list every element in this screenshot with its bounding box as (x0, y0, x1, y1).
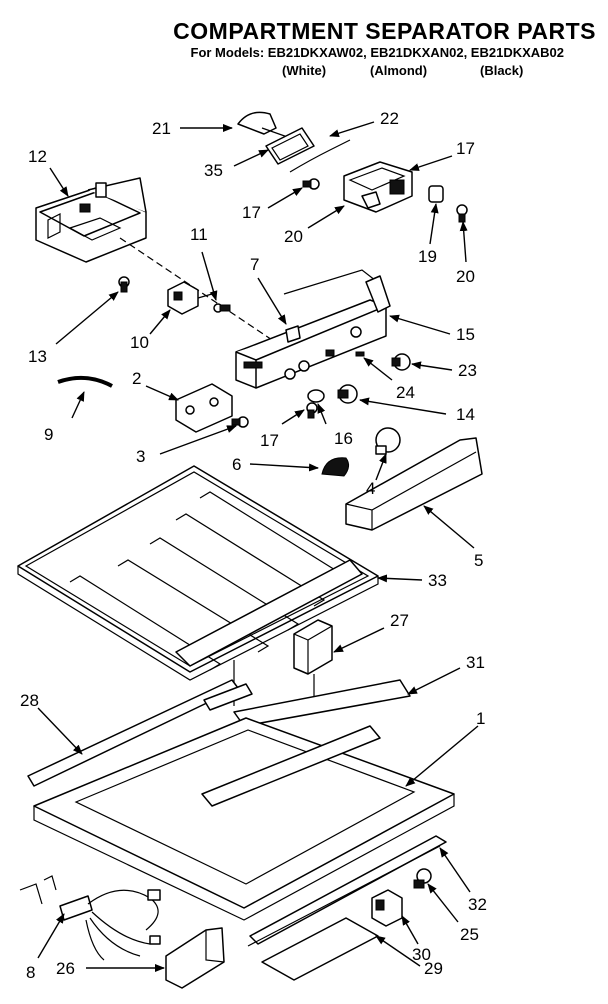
part-18-light-housing (343, 161, 413, 213)
callout-13: 13 (28, 347, 47, 366)
part-35-gasket (265, 127, 315, 165)
callout-9: 9 (44, 425, 53, 444)
callout-3: 3 (136, 447, 145, 466)
callout-labels: 21 22 35 17 12 17 20 19 20 11 7 13 10 15… (20, 109, 487, 982)
part-31-switch (371, 889, 403, 927)
part-15-control-panel (235, 275, 391, 389)
callout-20: 20 (456, 267, 475, 286)
callout-4: 4 (366, 479, 375, 498)
part-10-switch (167, 281, 213, 315)
callout-35: 35 (204, 161, 223, 180)
callout-26: 25 (460, 925, 479, 944)
callout-17b: 17 (260, 431, 279, 450)
callout-12: 12 (28, 147, 47, 166)
callout-18: 17 (456, 139, 475, 158)
part-14-knob (337, 384, 358, 404)
callout-7: 7 (250, 255, 259, 274)
part-28-damper (293, 619, 333, 700)
part-32-rail (233, 679, 411, 727)
part-23-wire (289, 139, 351, 173)
callout-2: 2 (132, 369, 141, 388)
callout-28: 27 (390, 611, 409, 630)
callout-33: 32 (468, 895, 487, 914)
callout-22: 21 (152, 119, 171, 138)
part-20-screw (456, 204, 468, 223)
callout-24: 23 (458, 361, 477, 380)
callout-1: 1 (476, 709, 485, 728)
part-11-screw (213, 303, 231, 313)
part-5-trim (345, 437, 483, 531)
part-3-screw (231, 416, 249, 428)
part-9-tube (57, 375, 113, 388)
callout-29: 28 (20, 691, 39, 710)
color-white: (White) (282, 63, 327, 78)
callout-5: 5 (474, 551, 483, 570)
part-2-thermostat (175, 383, 233, 433)
callout-19: 19 (418, 247, 437, 266)
part-25-indicator (355, 351, 365, 357)
part-33-bottom-rail (247, 835, 447, 947)
callout-30: 29 (424, 959, 443, 978)
part-4-bulb (375, 427, 401, 455)
part-7-clip (285, 325, 301, 343)
part-6-lens (321, 457, 350, 477)
part-16-cap (307, 389, 325, 403)
part-12-control-housing (35, 177, 147, 263)
callout-21: 20 (284, 227, 303, 246)
callout-27: 26 (56, 959, 75, 978)
part-1-separator-frame (33, 683, 455, 921)
callout-32: 31 (466, 653, 485, 672)
callout-6: 6 (232, 455, 241, 474)
callout-8: 8 (26, 963, 35, 982)
callout-14: 14 (456, 405, 475, 424)
part-19-lamp (428, 185, 444, 203)
part-34-heater-pan (17, 465, 379, 681)
callout-11: 11 (190, 225, 208, 244)
callout-10: 10 (130, 333, 149, 352)
part-26-knob (413, 868, 432, 889)
color-black: (Black) (480, 63, 524, 78)
part-17-screw (306, 402, 318, 419)
callout-16: 16 (334, 429, 353, 448)
diagram-title: COMPARTMENT SEPARATOR PARTS (173, 18, 596, 44)
part-17-screw-top (302, 178, 320, 190)
color-almond: (Almond) (370, 63, 428, 78)
part-13-screw (118, 276, 130, 293)
callout-34: 33 (428, 571, 447, 590)
callout-23: 22 (380, 109, 399, 128)
part-8-wire-harness (19, 875, 161, 961)
model-numbers: For Models: EB21DKXAW02, EB21DKXAN02, EB… (190, 45, 565, 60)
callout-17a: 17 (242, 203, 261, 222)
leader-lines (37, 121, 479, 972)
callout-25: 24 (396, 383, 415, 402)
callout-15: 15 (456, 325, 475, 344)
part-27-cover (165, 927, 225, 989)
part-24-knob (391, 353, 411, 371)
callout-31: 30 (412, 945, 431, 964)
